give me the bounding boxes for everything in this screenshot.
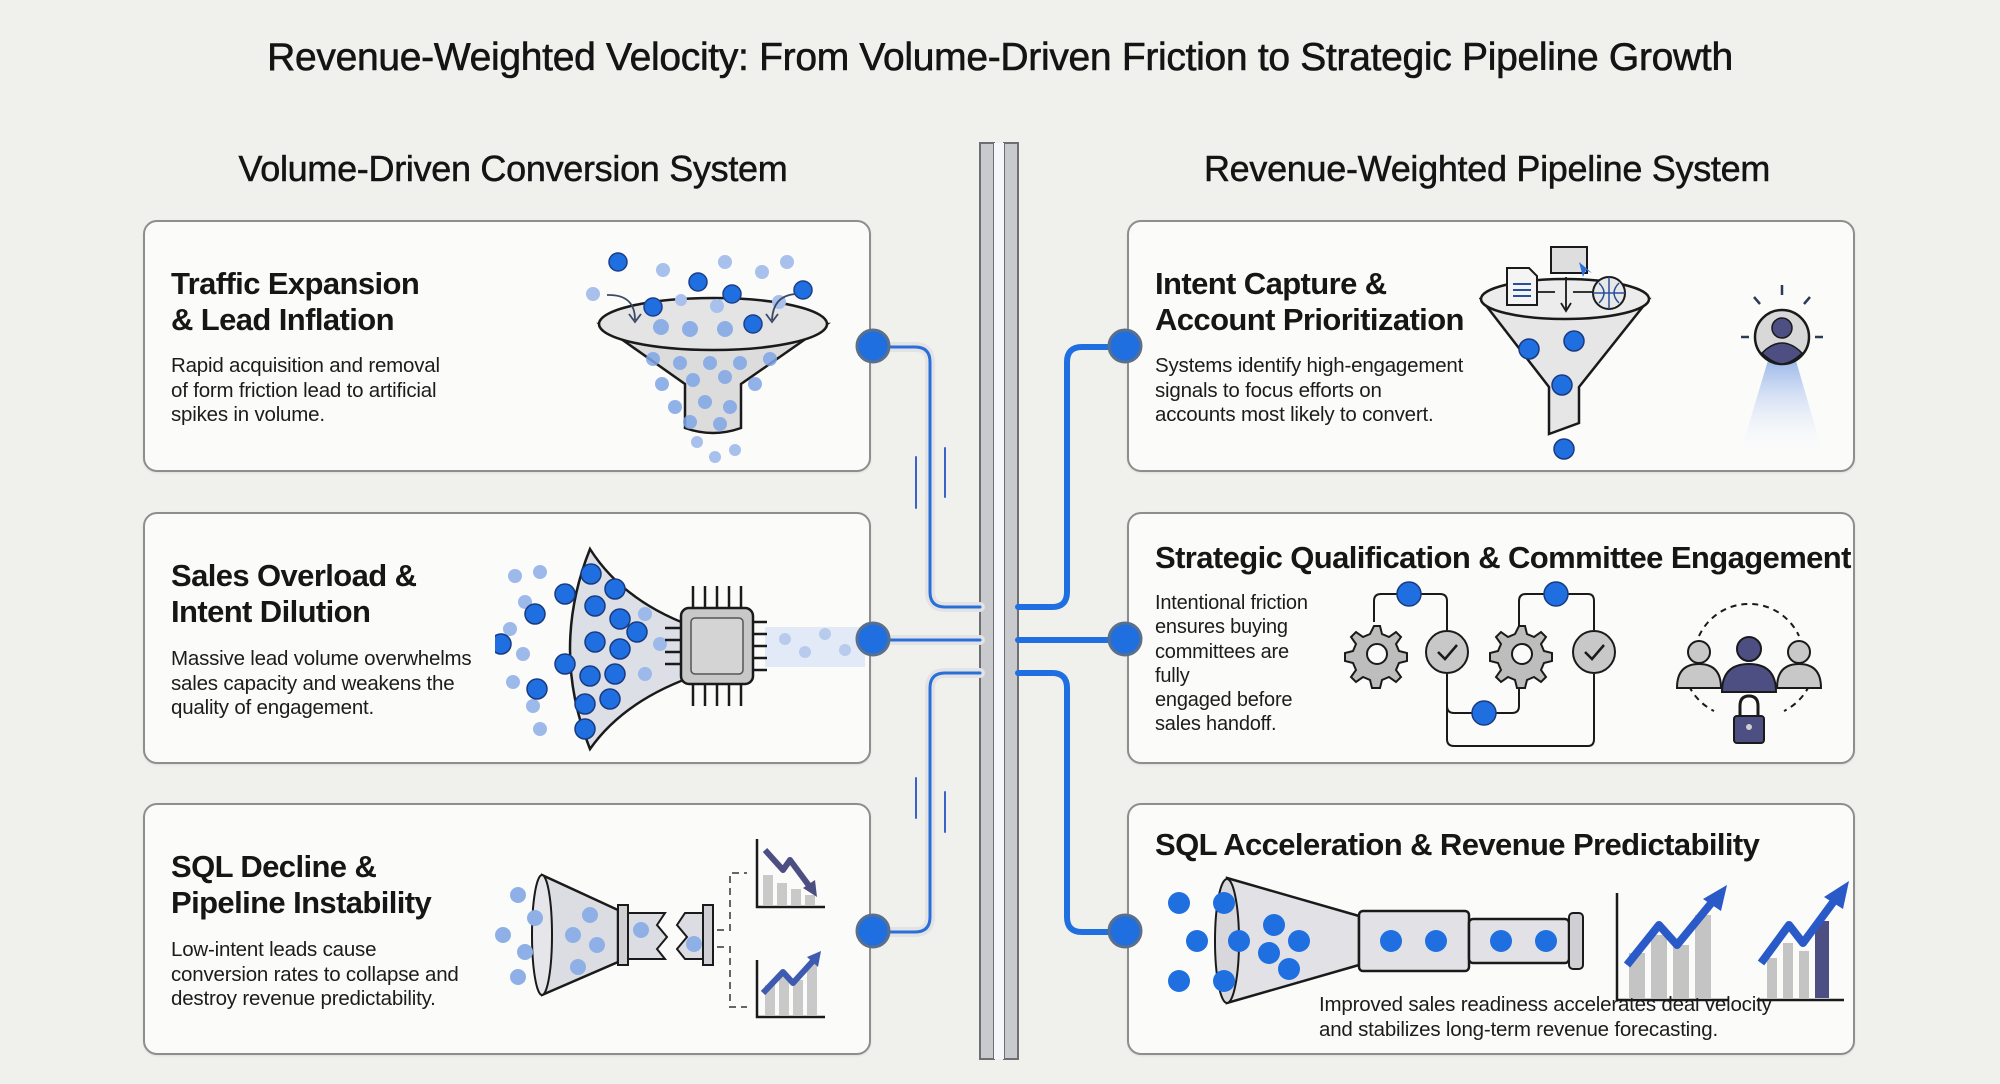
card-title: Strategic Qualification & Committee Enga… [1155, 540, 1851, 575]
funnel-into-processor-chip-icon [495, 546, 865, 752]
card-desc-line: signals to focus efforts on [1155, 378, 1382, 402]
card-description: Rapid acquisition and removal of form fr… [171, 354, 440, 428]
card-desc-line: accounts most likely to convert. [1155, 403, 1434, 426]
connector-left-3 [871, 671, 982, 934]
card-desc-line: quality of engagement. [171, 696, 375, 719]
card-title-line: SQL Decline & [171, 849, 377, 884]
card-description: Intentional friction ensures buying comm… [1155, 591, 1308, 737]
card-desc-line: of form friction lead to artificial [171, 378, 437, 402]
card-title-line: Pipeline Instability [171, 885, 432, 920]
card-desc-line: Low-intent leads cause [171, 938, 377, 961]
card-desc-line: destroy revenue predictability. [171, 987, 436, 1010]
card-sales-overload: Sales Overload & Intent Dilution Massive… [143, 512, 871, 764]
card-desc-line: Rapid acquisition and removal [171, 354, 440, 377]
card-title: Intent Capture & Account Prioritization [1155, 266, 1464, 338]
connector-ticks [915, 447, 946, 833]
card-title-line: Account Prioritization [1155, 302, 1464, 337]
card-description: Massive lead volume overwhelms sales cap… [171, 647, 472, 721]
card-description: Systems identify high-engagement signals… [1155, 354, 1463, 428]
intent-signal-funnel-and-spotlight-account-icon [1479, 246, 1824, 460]
card-desc-line: committees are [1155, 640, 1289, 663]
broken-pipeline-with-volatile-charts-icon [495, 839, 825, 1019]
card-sql-acceleration: SQL Acceleration & Revenue Predictabilit… [1127, 803, 1855, 1055]
card-title-line: Sales Overload & [171, 558, 417, 593]
funnel-with-overflowing-leads-icon [586, 252, 831, 463]
card-desc-line: Intentional friction [1155, 592, 1308, 614]
central-rail-gap [994, 143, 1004, 1059]
card-strategic-qualification: Strategic Qualification & Committee Enga… [1127, 512, 1855, 764]
card-desc-line: conversion rates to collapse and [171, 962, 459, 986]
card-title: SQL Decline & Pipeline Instability [171, 849, 432, 921]
central-rail-right [1003, 142, 1019, 1060]
connector-right-3 [1015, 670, 1128, 935]
card-description: Low-intent leads cause conversion rates … [171, 938, 459, 1012]
card-title: Sales Overload & Intent Dilution [171, 558, 417, 630]
connector-right-1 [1015, 344, 1128, 610]
card-desc-line: spikes in volume. [171, 403, 325, 426]
card-desc-line: fully [1155, 664, 1190, 687]
card-title-line: Intent Dilution [171, 594, 371, 629]
page-title: Revenue-Weighted Velocity: From Volume-D… [267, 36, 1734, 80]
right-column-heading: Revenue-Weighted Pipeline System [1203, 148, 1771, 190]
connector-left-1-shadow [868, 342, 985, 612]
qualification-gears-and-locked-committee-icon [1344, 581, 1823, 747]
card-intent-capture: Intent Capture & Account Prioritization … [1127, 220, 1855, 472]
card-desc-line: sales handoff. [1155, 713, 1277, 736]
card-desc-line: sales capacity and weakens the [171, 671, 455, 695]
card-title: Traffic Expansion & Lead Inflation [171, 266, 420, 338]
connector-left-3-shadow [868, 668, 985, 937]
card-desc-line: Systems identify high-engagement [1155, 354, 1464, 377]
card-traffic-expansion: Traffic Expansion & Lead Inflation Rapid… [143, 220, 871, 472]
left-column-heading: Volume-Driven Conversion System [238, 148, 788, 190]
card-title: SQL Acceleration & Revenue Predictabilit… [1155, 827, 1760, 862]
card-desc-line: ensures buying [1155, 616, 1288, 639]
card-desc-line: engaged before [1155, 689, 1293, 712]
connector-left-1 [871, 345, 982, 609]
card-title-line: Intent Capture & [1155, 266, 1387, 301]
card-desc-line: Massive lead volume overwhelms [171, 647, 472, 670]
central-rail-left [979, 142, 995, 1060]
card-title-line: & Lead Inflation [171, 302, 395, 337]
card-desc-line: and stabilizes long-term revenue forecas… [1319, 1017, 1718, 1041]
card-sql-decline: SQL Decline & Pipeline Instability Low-i… [143, 803, 871, 1055]
card-title-line: Traffic Expansion [171, 266, 420, 301]
pipeline-telescope-with-rising-charts-icon [1168, 876, 1849, 1005]
